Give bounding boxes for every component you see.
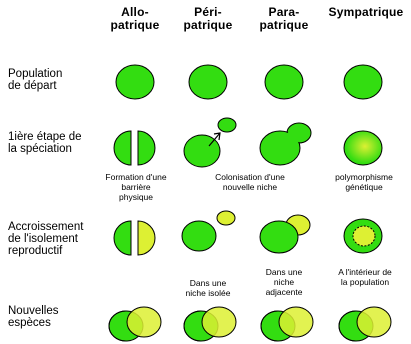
peripatric-new-species <box>184 307 236 341</box>
allopatric-right-half <box>138 131 155 165</box>
sympatric-subpopulation <box>353 226 375 246</box>
column-header-allopatric: Allo-patrique <box>103 6 167 31</box>
row-new-species <box>109 307 391 341</box>
parapatric-start-population <box>265 65 303 99</box>
sympatric-new-species <box>339 307 391 341</box>
allopatric-start-population <box>116 65 154 99</box>
allopatric-isolated-right <box>138 221 155 255</box>
sympatric-polymorphic-population <box>344 131 382 165</box>
parapatric-diverging-populations <box>260 215 310 253</box>
row-start-population <box>116 65 382 99</box>
peripatric-isolated-population <box>217 211 235 225</box>
column-header-peripatric: Péri-patrique <box>176 6 240 31</box>
allopatric-isolated-left <box>114 221 131 255</box>
sympatric-start-population <box>344 65 382 99</box>
allopatric-left-half <box>114 131 131 165</box>
row-reproductive-isolation <box>114 211 382 255</box>
column-header-sympatric: Sympatrique <box>322 6 410 19</box>
peripatric-colonizing-population <box>218 118 236 132</box>
parapatric-adjacent-populations <box>260 123 311 165</box>
row-first-step <box>114 118 382 167</box>
allopatric-new-species <box>109 307 161 341</box>
parapatric-new-species <box>261 307 313 341</box>
peripatric-start-population <box>189 65 227 99</box>
column-header-parapatric: Para-patrique <box>252 6 316 31</box>
peripatric-main-population-2 <box>182 221 216 251</box>
